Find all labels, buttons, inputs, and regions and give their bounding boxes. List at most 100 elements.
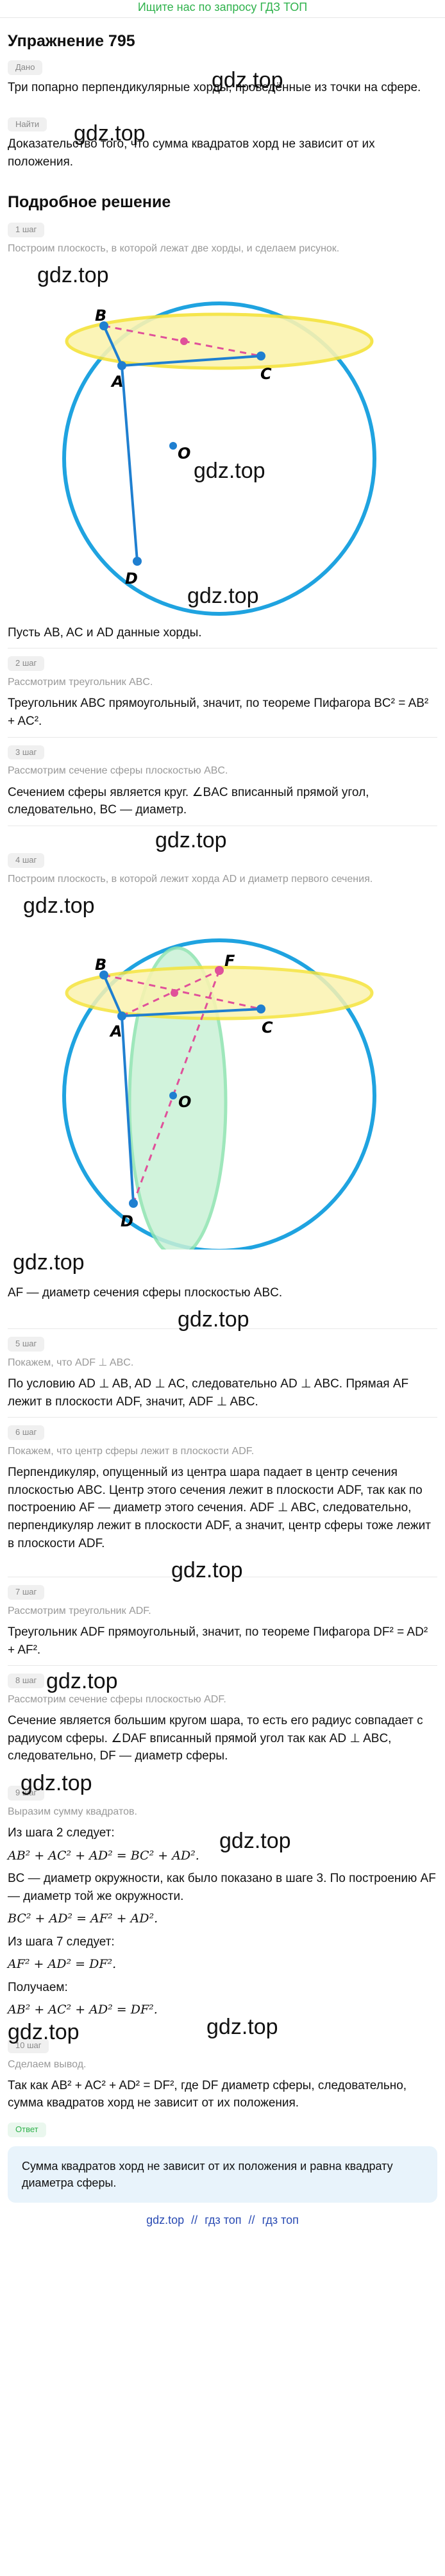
watermark-row: gdz.top xyxy=(8,1307,437,1332)
watermark: gdz.top xyxy=(155,827,227,852)
label-d: D xyxy=(121,1212,133,1230)
watermark-row: gdz.top xyxy=(8,1770,437,1795)
solution-heading: Подробное решение xyxy=(8,192,171,211)
divider xyxy=(8,1417,437,1418)
sphere-outline xyxy=(62,301,376,616)
footer-separator: // xyxy=(191,2214,198,2227)
dashed-diameter-bc xyxy=(103,325,262,357)
point-f xyxy=(215,965,224,975)
step-hint: Рассмотрим сечение сферы плоскостью ADF. xyxy=(8,1694,226,1706)
step-tag: 7 шаг xyxy=(8,1585,45,1600)
footer-link-gdz-2[interactable]: гдз топ xyxy=(262,2214,299,2227)
label-o: O xyxy=(178,1093,191,1111)
label-o: O xyxy=(178,445,190,462)
figure-sphere-1: gdz.top B A C O D gdz.top gdz.top xyxy=(8,260,437,619)
step-hint: Рассмотрим треугольник ABC. xyxy=(8,677,153,688)
exercise-title: Упражнение 795 xyxy=(8,32,135,50)
label-c: C xyxy=(262,1019,273,1037)
watermark-row: gdz.top xyxy=(8,828,437,852)
watermark: gdz.top xyxy=(178,1307,249,1332)
step-hint: Построим плоскость, в которой лежат две … xyxy=(8,242,340,254)
step-text: Треугольник ABC прямоугольный, значит, п… xyxy=(8,697,429,728)
chord-ad xyxy=(121,365,139,562)
answer-text: Сумма квадратов хорд не зависит от их по… xyxy=(22,2159,393,2189)
formula: AB² + AC² + AD² = DF². xyxy=(8,2003,158,2017)
point-d xyxy=(133,556,142,566)
point-c xyxy=(256,1004,265,1013)
point-b xyxy=(99,321,108,330)
figure-sphere-2: gdz.top B A C F O D xyxy=(8,890,437,1258)
divider xyxy=(8,1665,437,1666)
divider xyxy=(8,736,437,738)
label-b: B xyxy=(95,956,106,974)
point-d xyxy=(129,1198,138,1208)
step-hint: Сделаем вывод. xyxy=(8,2058,87,2070)
footer-link-gdz-top[interactable]: gdz.top xyxy=(146,2214,185,2227)
footer-separator: // xyxy=(248,2214,255,2227)
step-text: AF — диаметр сечения сферы плоскостью AB… xyxy=(8,1285,283,1300)
step-text: Перпендикуляр, опущенный из центра шара … xyxy=(8,1466,431,1550)
step-tag: 5 шаг xyxy=(8,1337,45,1352)
chord-ac xyxy=(121,354,262,367)
section-center xyxy=(171,988,178,997)
given-text: Три попарно перпендикулярные хорды, пров… xyxy=(8,81,421,95)
step-text: BC — диаметр окружности, как было показа… xyxy=(8,1872,436,1903)
step-tag: 3 шаг xyxy=(8,745,45,760)
sphere-diagram-1: B A C O D xyxy=(62,301,376,616)
dashed-bc xyxy=(103,974,262,1010)
step-tag: 2 шаг xyxy=(8,656,45,672)
point-c xyxy=(256,351,265,360)
step-tag: 6 шаг xyxy=(8,1425,45,1441)
label-a: A xyxy=(110,373,124,391)
label-f: F xyxy=(224,952,235,970)
find-text: Доказательство того, что сумма квадратов… xyxy=(8,137,375,169)
divider xyxy=(8,1328,437,1330)
answer-box: Сумма квадратов хорд не зависит от их по… xyxy=(8,2146,437,2203)
top-banner[interactable]: Ищите нас по запросу ГДЗ ТОП xyxy=(0,0,445,18)
point-a xyxy=(117,360,126,370)
step-text: Сечение является большим кругом шара, то… xyxy=(8,1714,423,1763)
step-hint: Рассмотрим треугольник ADF. xyxy=(8,1605,151,1616)
section-ellipse xyxy=(65,312,374,370)
sphere-diagram-2: B A C F O D xyxy=(62,938,376,1258)
step-tag: 10 шаг xyxy=(8,2038,49,2053)
watermark-row: gdz.top xyxy=(8,1250,437,1279)
dashed-af xyxy=(121,969,220,1017)
watermark: gdz.top xyxy=(171,1558,243,1583)
chord-ac xyxy=(121,1007,262,1017)
point-o xyxy=(169,441,177,450)
step-text: Сечением сферы является круг. ∠BAC вписа… xyxy=(8,785,369,817)
formula: BC² + AD² = AF² + AD². xyxy=(8,1911,158,1926)
step-tag: 9 шаг xyxy=(8,1785,45,1801)
point-a xyxy=(117,1011,126,1021)
find-tag: Найти xyxy=(8,117,47,132)
point-b xyxy=(99,970,108,979)
chord-ab xyxy=(103,325,123,366)
step-hint: Выразим сумму квадратов. xyxy=(8,1806,137,1817)
label-d: D xyxy=(125,570,138,588)
label-a: A xyxy=(109,1022,122,1040)
chord-ad xyxy=(121,1015,135,1203)
section-center xyxy=(180,337,188,345)
step-hint: Рассмотрим сечение сферы плоскостью ABC. xyxy=(8,765,228,777)
step-text: Из шага 2 следует: xyxy=(8,1826,115,1840)
watermark: gdz.top xyxy=(13,1250,85,1275)
step-hint: Построим плоскость, в которой лежит хорд… xyxy=(8,873,373,885)
step-text: Пусть AB, AC и AD данные хорды. xyxy=(8,625,202,640)
step-hint: Покажем, что центр сферы лежит в плоскос… xyxy=(8,1446,255,1457)
step-text: Получаем: xyxy=(8,1980,68,1994)
step-text: Так как AB² + AC² + AD² = DF², где DF ди… xyxy=(8,2078,407,2110)
chord-ab xyxy=(103,974,123,1017)
step-text: Из шага 7 следует: xyxy=(8,1935,115,1949)
given-tag: Дано xyxy=(8,60,43,76)
step-text: Треугольник ADF прямоугольный, значит, п… xyxy=(8,1625,428,1657)
formula: AB² + AC² + AD² = BC² + AD². xyxy=(8,1848,199,1863)
step-tag: 4 шаг xyxy=(8,852,45,868)
point-o xyxy=(169,1091,177,1099)
watermark-row: gdz.top xyxy=(8,1557,437,1582)
label-c: C xyxy=(260,365,272,383)
footer: gdz.top // гдз топ // гдз топ xyxy=(8,2212,437,2228)
label-b: B xyxy=(95,307,106,325)
step-tag: 1 шаг xyxy=(8,222,45,237)
footer-link-gdz[interactable]: гдз топ xyxy=(205,2214,242,2227)
